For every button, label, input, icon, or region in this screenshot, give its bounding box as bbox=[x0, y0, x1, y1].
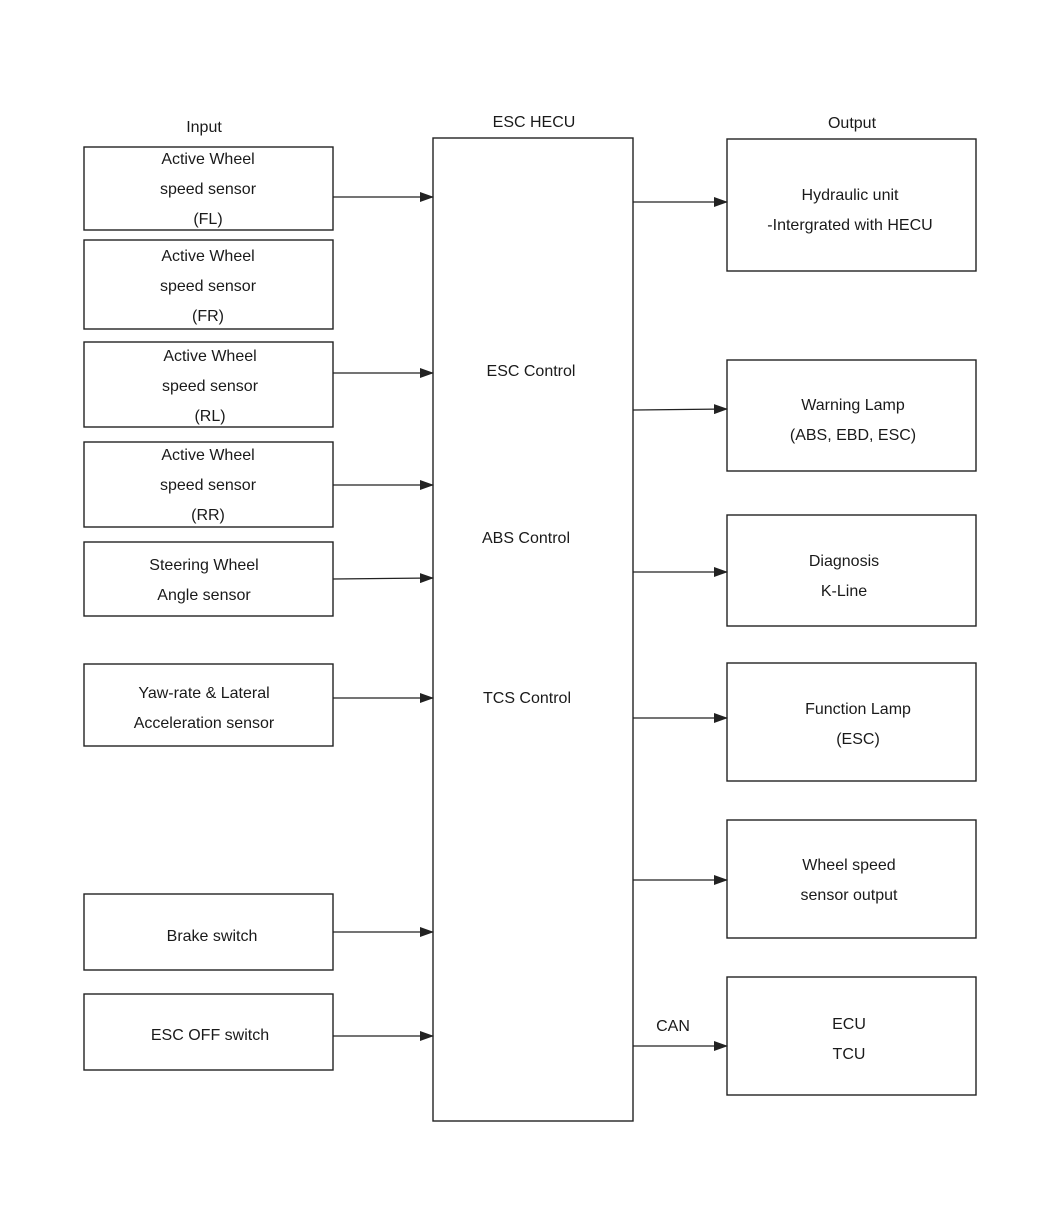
svg-text:Yaw-rate & Lateral: Yaw-rate & Lateral bbox=[138, 685, 269, 702]
svg-text:TCU: TCU bbox=[833, 1046, 866, 1063]
output-heading: Output bbox=[828, 115, 877, 132]
svg-text:speed sensor: speed sensor bbox=[160, 477, 257, 494]
input-box-wss-fl: Active Wheel speed sensor (FL) bbox=[83, 146, 334, 231]
input-box-brake-switch: Brake switch bbox=[83, 893, 334, 971]
svg-text:Diagnosis: Diagnosis bbox=[809, 553, 879, 570]
svg-text:(ABS, EBD, ESC): (ABS, EBD, ESC) bbox=[790, 427, 916, 444]
svg-text:(FL): (FL) bbox=[193, 211, 222, 228]
svg-text:Angle sensor: Angle sensor bbox=[157, 587, 251, 604]
svg-text:Steering Wheel: Steering Wheel bbox=[149, 557, 258, 574]
hecu-control-esc: ESC Control bbox=[487, 363, 576, 380]
svg-text:Acceleration sensor: Acceleration sensor bbox=[134, 715, 275, 732]
svg-text:Active Wheel: Active Wheel bbox=[163, 348, 256, 365]
hecu-control-abs: ABS Control bbox=[482, 530, 570, 547]
output-box-hydraulic-unit: Hydraulic unit -Intergrated with HECU bbox=[726, 138, 977, 272]
output-box-wheel-speed-output: Wheel speed sensor output bbox=[726, 819, 977, 939]
svg-text:Hydraulic unit: Hydraulic unit bbox=[802, 187, 899, 204]
svg-text:speed sensor: speed sensor bbox=[162, 378, 259, 395]
hecu-heading: ESC HECU bbox=[493, 114, 576, 131]
output-box-ecu-tcu: ECU TCU bbox=[726, 976, 977, 1096]
input-box-steering-angle: Steering Wheel Angle sensor bbox=[83, 541, 334, 617]
input-box-esc-off-switch: ESC OFF switch bbox=[83, 993, 334, 1071]
output-box-function-lamp: Function Lamp (ESC) bbox=[726, 662, 977, 782]
input-box-wss-rl: Active Wheel speed sensor (RL) bbox=[83, 341, 334, 428]
svg-text:Active Wheel: Active Wheel bbox=[161, 447, 254, 464]
svg-text:Active Wheel: Active Wheel bbox=[161, 151, 254, 168]
svg-text:speed sensor: speed sensor bbox=[160, 181, 257, 198]
svg-text:Wheel speed: Wheel speed bbox=[802, 857, 895, 874]
svg-text:sensor output: sensor output bbox=[801, 887, 899, 904]
svg-text:Warning Lamp: Warning Lamp bbox=[801, 397, 905, 414]
svg-text:speed sensor: speed sensor bbox=[160, 278, 257, 295]
svg-text:(FR): (FR) bbox=[192, 308, 224, 325]
svg-text:(ESC): (ESC) bbox=[836, 731, 880, 748]
hecu-box bbox=[432, 137, 634, 1122]
hecu-control-tcs: TCS Control bbox=[483, 690, 571, 707]
arrow-steering-to-hecu bbox=[332, 573, 434, 584]
input-heading: Input bbox=[186, 119, 222, 136]
output-box-warning-lamp: Warning Lamp (ABS, EBD, ESC) bbox=[726, 359, 977, 472]
svg-text:ECU: ECU bbox=[832, 1016, 866, 1033]
svg-text:Function Lamp: Function Lamp bbox=[805, 701, 911, 718]
svg-text:-Intergrated with HECU: -Intergrated with HECU bbox=[767, 217, 932, 234]
svg-text:Brake switch: Brake switch bbox=[167, 928, 258, 945]
svg-text:ESC OFF switch: ESC OFF switch bbox=[151, 1027, 269, 1044]
svg-text:(RL): (RL) bbox=[194, 408, 225, 425]
arrow-hecu-to-warning-lamp bbox=[632, 404, 728, 415]
svg-text:Active Wheel: Active Wheel bbox=[161, 248, 254, 265]
input-box-yaw-rate: Yaw-rate & Lateral Acceleration sensor bbox=[83, 663, 334, 747]
input-box-wss-rr: Active Wheel speed sensor (RR) bbox=[83, 441, 334, 528]
input-box-wss-fr: Active Wheel speed sensor (FR) bbox=[83, 239, 334, 330]
output-box-diagnosis: Diagnosis K-Line bbox=[726, 514, 977, 627]
svg-text:K-Line: K-Line bbox=[821, 583, 867, 600]
svg-text:(RR): (RR) bbox=[191, 507, 225, 524]
can-label: CAN bbox=[656, 1018, 690, 1035]
